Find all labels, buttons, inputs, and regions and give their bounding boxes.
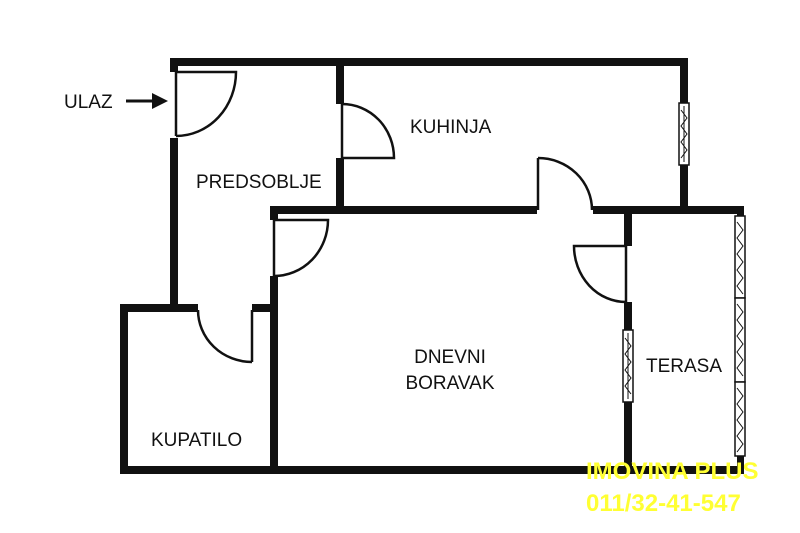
living-left-wall-top [270,206,278,220]
living-top-wall-left [270,206,537,214]
top-wall [170,58,687,66]
bathroom-left-wall [120,304,128,474]
entrance-label: ULAZ [64,92,113,113]
living-room-label-line1: DNEVNI [414,347,486,368]
terrace-right-wall-bottom [737,456,744,474]
kitchen-partition-top [336,58,344,104]
terrace-partition-top [624,206,632,246]
entrance-arrow-icon [126,93,168,109]
kitchen-right-wall-bottom [680,165,688,212]
bathroom-label: KUPATILO [151,430,242,451]
hallway-left-wall [170,138,178,310]
terrace-label: TERASA [646,356,722,377]
bathroom-top-wall-right [252,304,278,312]
walls [120,58,744,474]
doors [174,70,628,364]
hallway-left-wall-top [170,58,178,72]
living-terrace-window [622,329,634,403]
kitchen-label: KUHINJA [410,117,492,138]
terrace-partition-bottom [624,402,632,472]
terrace-partition-mid [624,302,632,330]
terrace-door [572,244,628,304]
bottom-wall [120,466,744,474]
living-left-wall [270,276,278,472]
windows [622,102,746,457]
bathroom-top-wall-left [120,304,198,312]
hallway-living-door [272,218,330,278]
terrace-glazing [734,215,746,457]
living-top-wall-right [593,206,743,214]
hallway-label: PREDSOBLJE [196,172,322,193]
kitchen-window [678,102,690,166]
kitchen-door [340,102,396,160]
entrance-door [174,70,238,138]
terrace-right-wall-top [737,206,744,216]
kitchen-living-door [536,156,594,211]
watermark-phone: 011/32-41-547 [586,490,741,517]
watermark-company: IMOVINA PLUS [586,458,759,485]
bathroom-door [196,309,254,364]
living-room-label-line2: BORAVAK [405,373,494,394]
kitchen-partition-bottom [336,158,344,212]
kitchen-right-wall-top [680,58,688,103]
